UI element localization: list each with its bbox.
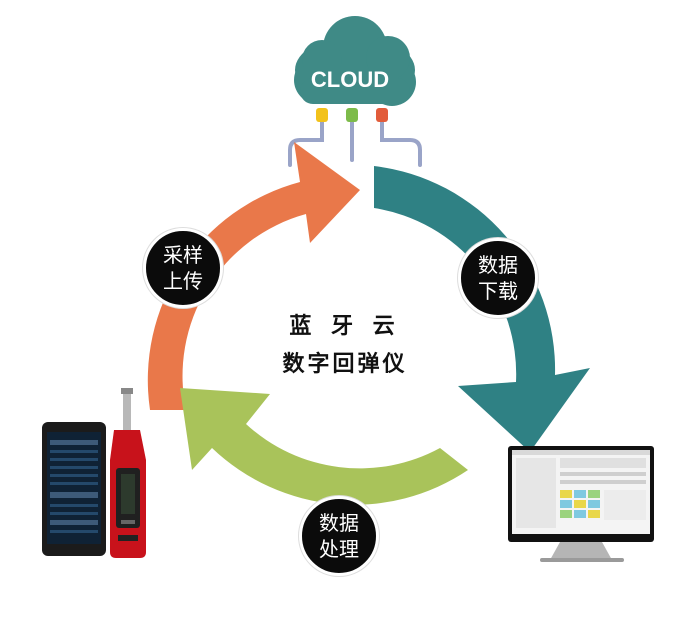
badge-download: 数据 下载 xyxy=(458,238,538,318)
download-arrow xyxy=(374,166,590,452)
badge-process: 数据 处理 xyxy=(299,496,379,576)
badge-upload-line2: 上传 xyxy=(163,269,203,293)
process-arrow xyxy=(180,388,468,505)
badge-process-line1: 数据 xyxy=(319,511,359,535)
cloud-label: CLOUD xyxy=(311,67,389,92)
monitor-icon xyxy=(508,446,654,562)
plug-red-icon xyxy=(376,108,388,122)
badge-process-line2: 处理 xyxy=(319,537,359,561)
plug-green-icon xyxy=(346,108,358,122)
center-title-line2: 数字回弹仪 xyxy=(282,352,408,377)
badge-download-line1: 数据 xyxy=(478,253,518,277)
phone-icon xyxy=(42,422,106,556)
badge-download-line2: 下载 xyxy=(478,279,518,303)
badge-upload: 采样 上传 xyxy=(143,228,223,308)
cloud-icon xyxy=(294,16,416,106)
rebound-hammer-icon xyxy=(110,388,146,558)
upload-arrow xyxy=(147,142,360,410)
plug-yellow-icon xyxy=(316,108,328,122)
cloud-wires xyxy=(288,116,422,167)
center-title-line1: 蓝 牙 云 xyxy=(289,314,401,339)
badge-upload-line1: 采样 xyxy=(163,243,203,267)
